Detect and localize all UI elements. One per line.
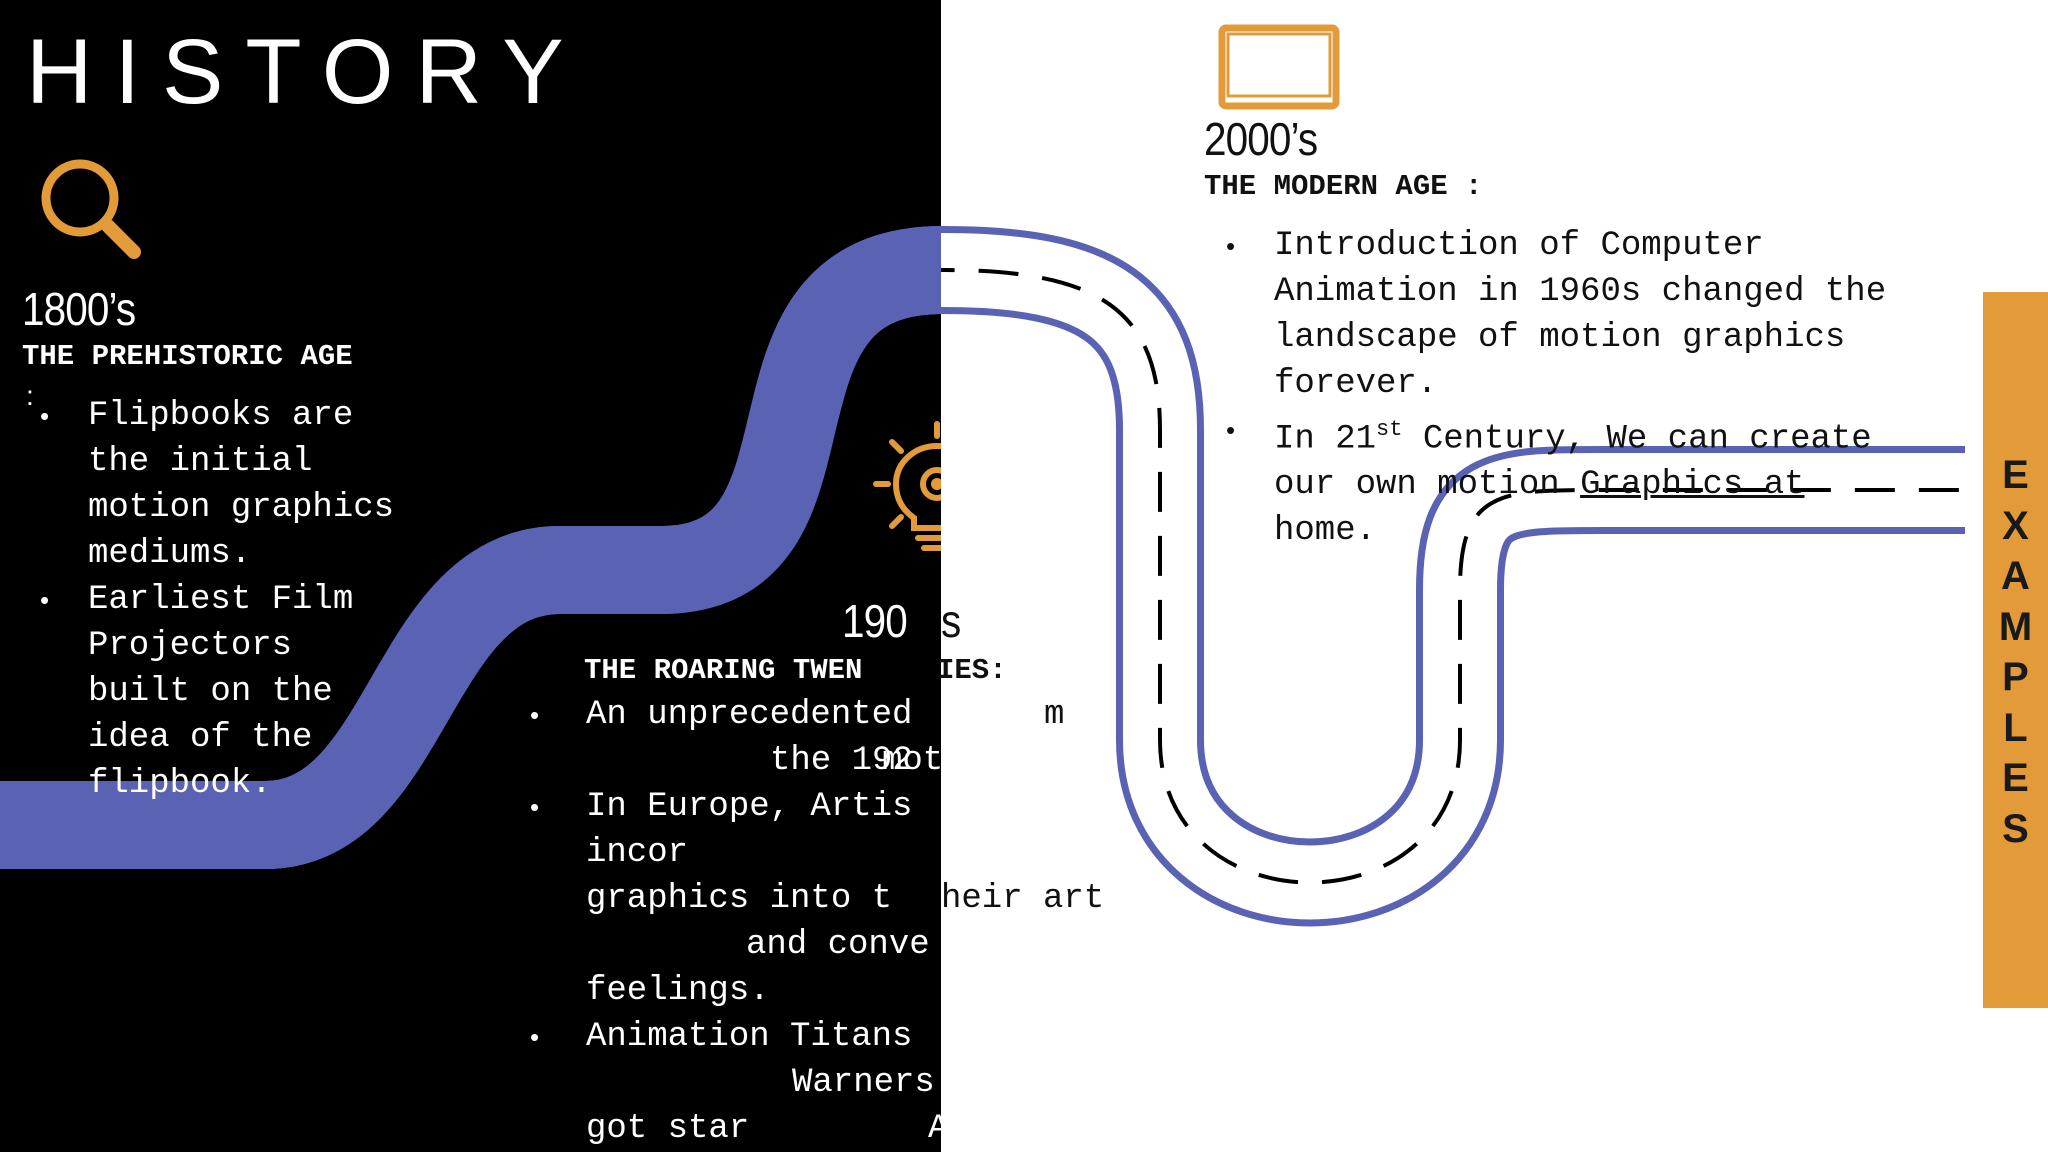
era-1900-fragment-m: m (1044, 696, 1065, 734)
era-1800-bullets: Flipbooks are the initial motion graphic… (40, 393, 394, 807)
era-1800-year: 1800’s (22, 283, 136, 335)
era-1900-bullet-2: In Europe, Artis incor graphics into t a… (586, 784, 941, 1014)
era-1900-year: 190 (842, 595, 908, 647)
era-1900-bullet-dots: ••• (530, 700, 540, 1052)
era-1800-heading: THE PREHISTORIC AGE (22, 340, 353, 373)
road-right-segment (941, 226, 1965, 927)
era-1900-year-tail: s (941, 595, 961, 647)
lightbulb-mask (941, 400, 1011, 570)
road-left-segment (0, 270, 941, 883)
era-2000-heading: THE MODERN AGE : (1204, 170, 1483, 203)
examples-letter: L (2003, 705, 2028, 750)
era-1900-fragment-a: A (928, 1110, 949, 1148)
monitor-icon (1218, 24, 1340, 110)
era-1800-bullet-2: Earliest Film Projectors built on the id… (40, 577, 394, 807)
examples-letter: M (1998, 604, 2033, 649)
era-1800-colon: : (26, 380, 34, 411)
era-1900-bullets-dark: An unprecedented the 192 In Europe, Arti… (586, 692, 941, 1152)
era-2000-bullet-2: In 21st Century, We can create our own m… (1226, 407, 1886, 554)
examples-letter: S (2002, 806, 2029, 851)
era-2000-bullets: Introduction of Computer Animation in 19… (1226, 223, 1886, 554)
era-1900-fragment-heir-art: heir art (941, 880, 1105, 918)
era-1800-bullet-1: Flipbooks are the initial motion graphic… (40, 393, 394, 577)
era-1900-heading-tail: IES: (937, 654, 1007, 687)
slide-title: HISTORY (26, 21, 586, 123)
era-1900-bullet-1: An unprecedented the 192 (586, 692, 941, 784)
examples-letter: A (2001, 554, 2030, 598)
examples-letter: E (2002, 756, 2029, 800)
examples-letter: E (2002, 453, 2029, 497)
examples-letter: P (2002, 655, 2029, 699)
era-1900-heading: THE ROARING TWEN (584, 654, 863, 687)
era-1900-bullet-3: Animation Titans Warners got star (586, 1014, 941, 1152)
magnifier-icon (41, 159, 141, 259)
examples-letter: X (2002, 503, 2029, 548)
era-2000-year: 2000’s (1204, 113, 1318, 165)
era-2000-bullet-1: Introduction of Computer Animation in 19… (1226, 223, 1886, 407)
era-1900-fragment-mot: mot (882, 742, 944, 780)
